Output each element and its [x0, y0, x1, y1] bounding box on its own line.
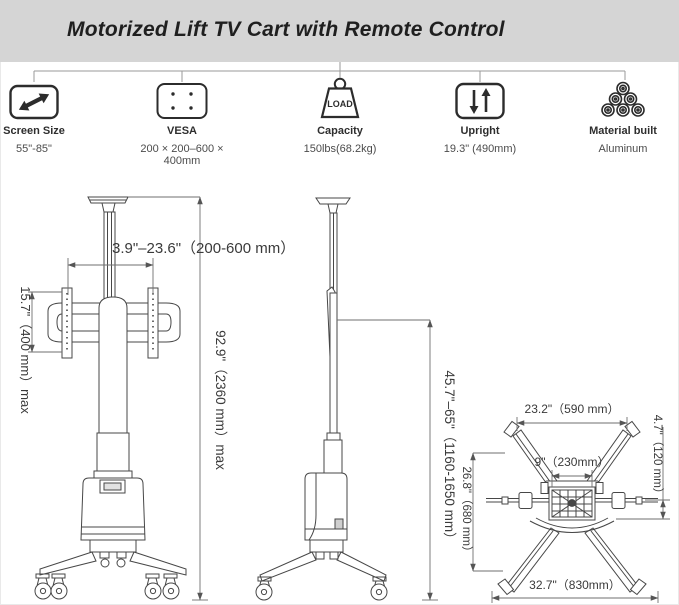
feature-value: 19.3" (490mm) — [443, 143, 517, 155]
dim-top-depth: 26.8"（680 mm） — [460, 466, 473, 557]
front-view-drawing — [34, 196, 187, 600]
diagonal-resize-arrow-icon — [0, 76, 94, 120]
load-icon-text: LOAD — [327, 99, 353, 109]
feature-material: Material built Aluminum — [563, 76, 679, 155]
dim-side-screen-height: 45.7"–65"（1160-1650 mm） — [442, 370, 457, 545]
up-down-arrows-icon — [420, 76, 540, 120]
aluminum-coils-icon — [563, 76, 679, 120]
feature-value: 200 × 200–600 × 400mm — [140, 143, 224, 167]
dim-front-bracket-height: 15.7"（400 mm）max — [18, 286, 33, 414]
top-view-drawing — [486, 420, 658, 596]
feature-value: 150lbs(68.2kg) — [303, 143, 377, 155]
dim-front-width-range: 3.9"–23.6"（200-600 mm） — [112, 240, 295, 257]
side-view-drawing — [255, 197, 388, 601]
dim-top-base-width: 9"（230mm） — [535, 455, 610, 469]
load-weight-icon: LOAD — [280, 76, 400, 120]
feature-screen-size: Screen Size 55"-85" — [0, 76, 94, 155]
feature-value: 55"-85" — [16, 143, 52, 155]
feature-label: VESA — [167, 125, 197, 137]
feature-vesa: VESA 200 × 200–600 × 400mm — [122, 76, 242, 167]
page-title: Motorized Lift TV Cart with Remote Contr… — [67, 18, 505, 41]
header-banner: Motorized Lift TV Cart with Remote Contr… — [0, 0, 679, 62]
feature-capacity: LOAD Capacity 150lbs(68.2kg) — [280, 76, 400, 155]
feature-label: Capacity — [317, 125, 363, 137]
dim-front-overall-height: 92.9"（2360 mm）max — [213, 330, 228, 470]
feature-label: Upright — [460, 125, 500, 137]
feature-value: Aluminum — [598, 143, 648, 155]
dim-top-rear-span: 32.7"（830mm） — [529, 578, 621, 592]
feature-label: Material built — [589, 125, 657, 137]
dim-top-front-span: 23.2"（590 mm） — [525, 402, 620, 416]
dim-top-column-offset: 4.7"（120 mm） — [651, 415, 664, 500]
vesa-plate-icon — [122, 76, 242, 120]
front-casters — [34, 573, 180, 600]
feature-label: Screen Size — [3, 125, 65, 137]
dimension-lines — [28, 196, 670, 603]
feature-upright: Upright 19.3" (490mm) — [420, 76, 540, 155]
